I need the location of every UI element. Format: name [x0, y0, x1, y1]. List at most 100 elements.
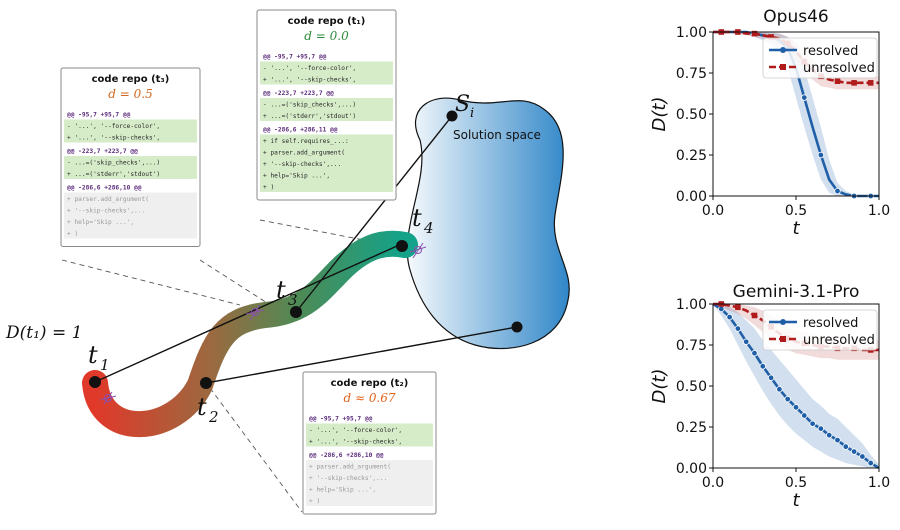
context-line-bg	[64, 192, 197, 204]
point-t2	[200, 377, 212, 389]
hunk-header: @@ -223,7 +223,7 @@	[67, 148, 138, 155]
data-point-resolved	[776, 386, 783, 393]
hunk-header: @@ -95,7 +95,7 @@	[309, 416, 373, 423]
code-line: + )	[309, 498, 320, 505]
data-point-unresolved	[851, 80, 857, 86]
code-box-title: code repo (t₃)	[92, 74, 170, 85]
legend-marker-unresolved	[780, 336, 786, 342]
diff-line-bg	[260, 169, 393, 181]
code-line: - ...=('skip_checks',...)	[67, 160, 160, 167]
trajectory-path	[82, 230, 418, 438]
data-point-unresolved	[735, 304, 741, 311]
code-line: + '...', '--skip-checks',	[67, 135, 160, 142]
code-box-distance: d = 0.0	[304, 29, 349, 43]
x-axis-label: t	[792, 218, 800, 239]
start-distance-label: D(t₁) = 1	[5, 323, 82, 343]
code-line: + help='Skip ...',	[67, 219, 134, 226]
chart-title: Opus46	[763, 7, 828, 27]
code-line: - ...=('skip_checks',...)	[263, 102, 356, 109]
data-point-resolved	[817, 425, 825, 432]
code-boxes: code repo (t₁)d = 0.0@@ -95,7 +95,7 @@- …	[60, 9, 437, 515]
context-line-bg	[306, 494, 433, 506]
label-t2-sub: 2	[208, 408, 219, 426]
hunk-header: @@ -286,6 +286,10 @@	[67, 185, 142, 192]
agent-icon-t4	[409, 242, 427, 259]
diff-line-bg	[306, 423, 433, 435]
code-line: + '--skip-checks',...	[67, 208, 145, 215]
hunk-header: @@ -95,7 +95,7 @@	[263, 54, 327, 61]
x-tick-label: 0.0	[702, 475, 724, 491]
code-line: + help='Skip ...',	[263, 173, 330, 180]
legend-marker-resolved	[780, 47, 786, 53]
code-line: + parser.add_argument(	[263, 150, 345, 157]
y-tick-label: 0.75	[676, 66, 707, 82]
hunk-header: @@ -95,7 +95,7 @@	[67, 112, 131, 119]
diff-line-bg	[64, 119, 197, 131]
data-point-resolved	[751, 350, 758, 357]
code-line: + '--skip-checks',...	[309, 475, 387, 482]
code-box-distance: d ≈ 0.67	[343, 391, 395, 405]
legend-label-resolved: resolved	[803, 316, 858, 331]
legend-label-resolved: resolved	[803, 44, 858, 59]
label-t1: t 1	[88, 341, 110, 374]
code-line: - '...', '--force-color',	[263, 65, 356, 72]
data-point-unresolved	[751, 312, 758, 319]
connector-t1-box	[259, 219, 396, 247]
data-point-unresolved	[768, 34, 774, 40]
diff-line-bg	[260, 61, 393, 73]
solution-space-symbol-main: S	[455, 92, 470, 117]
legend: resolved unresolved	[762, 309, 878, 351]
y-tick-label: 0.50	[676, 107, 707, 123]
code-line: + '--skip-checks',...	[263, 161, 341, 168]
label-t4: t 4	[412, 204, 434, 237]
diff-line-bg	[260, 98, 393, 110]
diff-line-bg	[260, 73, 393, 85]
code-box-t3: code repo (t₃) d = 0.5 @@ -95,7 +95,7 @@ - …	[60, 67, 201, 247]
data-point-unresolved	[867, 80, 874, 86]
data-point-resolved	[834, 187, 841, 195]
legend-marker-resolved	[780, 319, 786, 325]
code-line: - '...', '--force-color',	[309, 427, 402, 434]
point-t3	[290, 306, 302, 318]
data-point-resolved	[767, 374, 775, 381]
code-box-distance: d = 0.5	[108, 87, 152, 101]
data-point-resolved	[726, 313, 733, 321]
code-line: + ...=('stderr','stdout')	[263, 113, 356, 120]
data-point-unresolved	[751, 30, 758, 37]
context-line-bg	[64, 227, 197, 239]
data-point-resolved	[842, 443, 849, 450]
solution-point-bottom	[511, 321, 523, 333]
point-t1	[89, 376, 101, 388]
x-tick-label: 1.0	[868, 475, 890, 491]
label-t4-name: t	[412, 204, 422, 232]
line-t2-to-solution	[205, 326, 518, 384]
x-tick-label: 1.0	[868, 203, 890, 219]
diff-line-bg	[306, 435, 433, 447]
hunk-header: @@ -286,6 +286,10 @@	[309, 452, 384, 459]
connector-t3-box-right	[199, 259, 276, 309]
line-t3-to-solution	[295, 115, 453, 313]
y-axis-label: D(t)	[649, 97, 670, 132]
data-point-resolved	[718, 305, 725, 313]
label-t2: t 2	[197, 393, 219, 426]
diff-line-bg	[260, 180, 393, 192]
legend-label-unresolved: unresolved	[803, 333, 875, 348]
y-tick-label: 0.50	[676, 379, 707, 395]
label-t1-sub: 1	[100, 356, 110, 374]
code-line: - '...', '--force-color',	[67, 123, 160, 130]
code-box-t2: code repo (t₂)d ≈ 0.67@@ -95,7 +95,7 @@-…	[302, 371, 437, 515]
context-line-bg	[64, 204, 197, 216]
data-point-resolved	[809, 420, 816, 427]
code-box-t1: code repo (t₁)d = 0.0@@ -95,7 +95,7 @@- …	[256, 9, 397, 201]
data-point-resolved	[817, 151, 825, 159]
agent-icon-t1	[99, 391, 117, 405]
solution-point-top	[446, 110, 458, 122]
context-line-bg	[306, 460, 433, 472]
x-tick-label: 0.0	[702, 203, 724, 219]
context-line-bg	[306, 471, 433, 483]
data-point-resolved	[850, 448, 858, 455]
hunk-header: @@ -286,6 +286,11 @@	[263, 127, 338, 134]
label-t1-name: t	[88, 341, 98, 369]
